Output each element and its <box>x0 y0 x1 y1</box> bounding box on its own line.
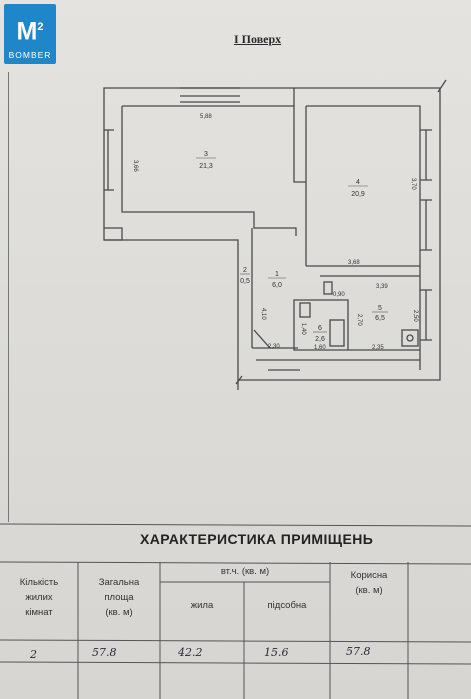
room-number: 4 <box>356 179 360 186</box>
table-title: ХАРАКТЕРИСТИКА ПРИМІЩЕНЬ <box>140 531 374 547</box>
characteristics-table <box>0 523 471 699</box>
dimension-label: 2,50 <box>412 310 418 322</box>
dimension-label: 2,30 <box>268 344 280 350</box>
dimension-label: 1,60 <box>314 345 326 351</box>
dimension-label: 3,66 <box>132 160 138 172</box>
header-total-area: Загальна площа (кв. м) <box>98 577 140 618</box>
bomber-logo: M2 BOMBER <box>4 4 56 64</box>
logo-brand: BOMBER <box>8 50 52 60</box>
room-number: 5 <box>378 305 382 312</box>
dimension-label: 1,40 <box>300 323 306 335</box>
room-number: 3 <box>204 151 208 158</box>
room-area: 2,6 <box>315 336 325 343</box>
room-number: 6 <box>318 325 322 332</box>
value-useful: 57.8 <box>346 645 371 658</box>
header-useful: Корисна (кв. м) <box>350 570 388 596</box>
room-area: 0,5 <box>240 278 250 285</box>
room-area: 20,9 <box>351 191 365 198</box>
header-auxiliary: підсобна <box>267 600 307 611</box>
value-total-area: 57.8 <box>92 646 117 659</box>
header-incl: вт.ч. (кв. м) <box>220 566 270 577</box>
room-area: 6,0 <box>272 282 282 289</box>
room-number: 2 <box>243 267 247 274</box>
dimension-label: 4,10 <box>260 308 266 320</box>
value-auxiliary: 15.6 <box>264 646 289 659</box>
room-area: 6,5 <box>375 315 385 322</box>
dimension-label: 2,70 <box>356 314 362 326</box>
dimension-label: 0,90 <box>333 292 345 298</box>
dimension-label: 2,35 <box>372 345 384 351</box>
header-rooms-count: Кількість жилих кімнат <box>19 577 59 618</box>
margin-line <box>8 72 9 522</box>
dimension-label: 3,68 <box>348 260 360 266</box>
logo-mark: M2 <box>16 17 44 46</box>
dimension-label: 3,70 <box>410 178 416 190</box>
floor-plan: 3 21,3 4 20,9 1 6,0 2 0,5 5 6,5 6 2,6 5,… <box>103 79 447 390</box>
room-number: 1 <box>275 271 279 278</box>
dimension-label: 3,39 <box>376 284 388 290</box>
floor-title: I Поверх <box>234 32 282 46</box>
room-area: 21,3 <box>199 163 213 170</box>
value-rooms-count: 2 <box>30 648 37 661</box>
dimension-label: 5,88 <box>200 114 212 120</box>
value-living: 42.2 <box>178 646 203 659</box>
header-living: жила <box>190 600 214 611</box>
